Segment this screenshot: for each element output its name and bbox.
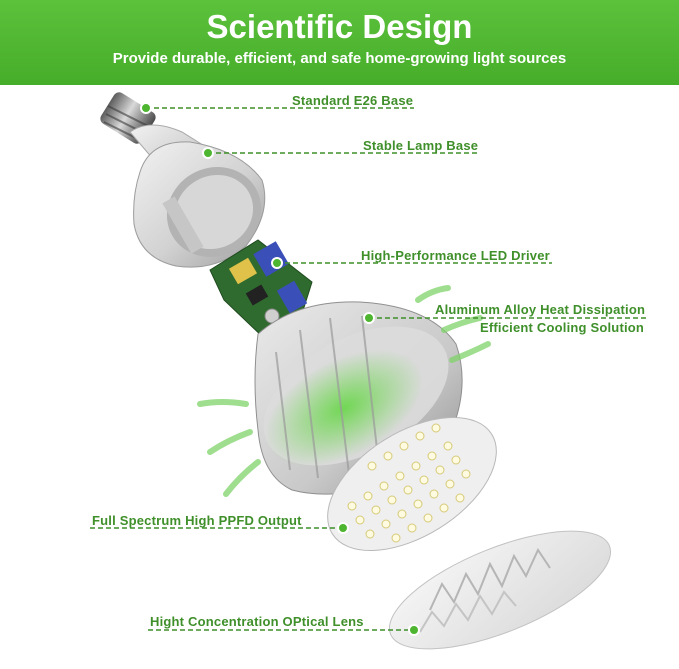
lamp-base-shell — [129, 124, 266, 268]
label-cooling-solution: Efficient Cooling Solution — [480, 320, 645, 335]
label-heat-dissipation: Aluminum Alloy Heat Dissipation — [435, 302, 646, 317]
banner-subtitle: Provide durable, efficient, and safe hom… — [112, 50, 567, 67]
label-optical-lens: Hight Concentration OPtical Lens — [150, 614, 364, 629]
header-banner: Scientific Design Provide durable, effic… — [0, 0, 679, 85]
banner-title: Scientific Design — [206, 8, 473, 45]
label-stable-lamp-base: Stable Lamp Base — [363, 138, 479, 153]
label-standard-e26-base: Standard E26 Base — [292, 93, 414, 108]
led-chip-board — [327, 416, 497, 552]
leader-lines — [90, 107, 646, 631]
label-led-driver: High-Performance LED Driver — [361, 248, 550, 263]
label-ppfd-output: Full Spectrum High PPFD Output — [92, 513, 302, 528]
leader-dots — [140, 102, 420, 636]
optical-lens — [388, 530, 612, 650]
